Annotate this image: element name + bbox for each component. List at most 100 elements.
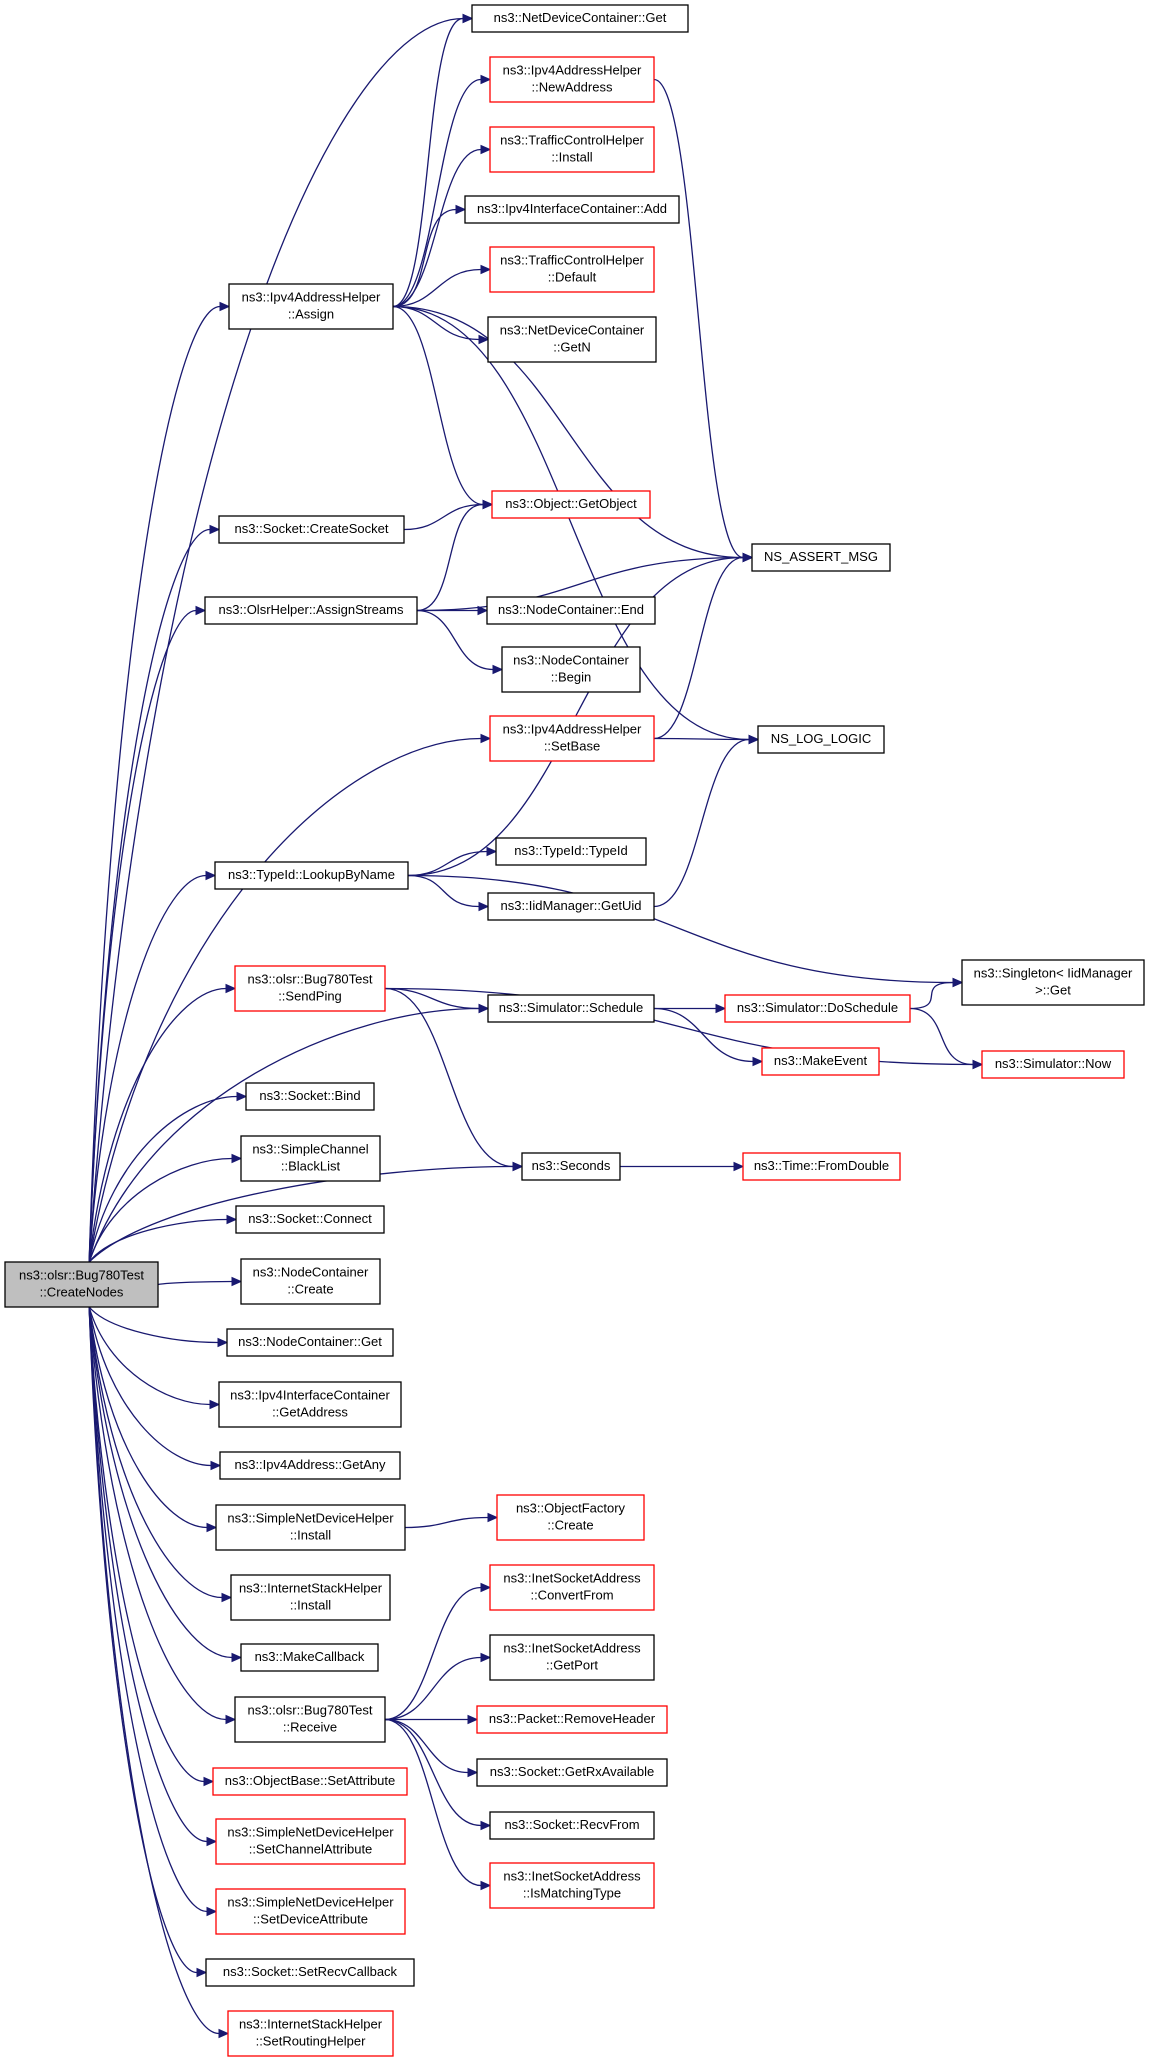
node-olsr_assignstreams[interactable]: ns3::OlsrHelper::AssignStreams [204, 596, 418, 625]
node-obj_getobject[interactable]: ns3::Object::GetObject [491, 490, 651, 519]
node-sim_now[interactable]: ns3::Simulator::Now [981, 1050, 1125, 1079]
node-box[interactable] [489, 246, 655, 293]
node-nc_create[interactable]: ns3::NodeContainer::Create [240, 1258, 381, 1305]
node-packet_removeheader[interactable]: ns3::Packet::RemoveHeader [476, 1705, 668, 1734]
node-box[interactable] [489, 126, 655, 173]
node-isa_ismatching[interactable]: ns3::InetSocketAddress::IsMatchingType [489, 1862, 655, 1909]
node-box[interactable] [761, 1047, 880, 1076]
node-box[interactable] [240, 1258, 381, 1305]
node-tch_default[interactable]: ns3::TrafficControlHelper::Default [489, 246, 655, 293]
node-makecallback[interactable]: ns3::MakeCallback [240, 1643, 379, 1672]
node-box[interactable] [214, 861, 409, 890]
node-typeid_lookup[interactable]: ns3::TypeId::LookupByName [214, 861, 409, 890]
node-box[interactable] [215, 1888, 406, 1935]
node-sim_doschedule[interactable]: ns3::Simulator::DoSchedule [724, 994, 911, 1023]
node-box[interactable] [724, 994, 911, 1023]
node-box[interactable] [218, 1381, 402, 1428]
node-socket_recvfrom[interactable]: ns3::Socket::RecvFrom [489, 1811, 655, 1840]
node-box[interactable] [234, 965, 386, 1012]
node-ipv4ah_newaddr[interactable]: ns3::Ipv4AddressHelper::NewAddress [489, 56, 655, 103]
node-box[interactable] [486, 596, 656, 625]
node-sndh_setdeviceattr[interactable]: ns3::SimpleNetDeviceHelper::SetDeviceAtt… [215, 1888, 406, 1935]
node-box[interactable] [205, 1958, 415, 1987]
node-nc_get[interactable]: ns3::NodeContainer::Get [226, 1328, 394, 1357]
node-singleton_get[interactable]: ns3::Singleton< IidManager>::Get [961, 959, 1145, 1006]
node-box[interactable] [226, 1328, 394, 1357]
node-box[interactable] [476, 1705, 668, 1734]
node-bug780_sendping[interactable]: ns3::olsr::Bug780Test::SendPing [234, 965, 386, 1012]
node-ns_log_logic[interactable]: NS_LOG_LOGIC [757, 725, 885, 754]
node-box[interactable] [495, 837, 647, 866]
node-simplechannel_blacklist[interactable]: ns3::SimpleChannel::BlackList [240, 1135, 381, 1182]
node-box[interactable] [204, 596, 418, 625]
node-box[interactable] [491, 490, 651, 519]
node-box[interactable] [234, 1696, 386, 1743]
node-box[interactable] [742, 1152, 901, 1181]
node-ndc_getn[interactable]: ns3::NetDeviceContainer::GetN [487, 316, 657, 363]
node-box[interactable] [245, 1082, 375, 1111]
node-box[interactable] [215, 1504, 406, 1551]
node-root[interactable]: ns3::olsr::Bug780Test::CreateNodes [4, 1261, 159, 1308]
node-box[interactable] [981, 1050, 1125, 1079]
node-box[interactable] [476, 1758, 668, 1787]
node-ipv4ic_getaddress[interactable]: ns3::Ipv4InterfaceContainer::GetAddress [218, 1381, 402, 1428]
node-ipv4addr_getany[interactable]: ns3::Ipv4Address::GetAny [219, 1451, 401, 1480]
node-box[interactable] [218, 515, 405, 544]
node-box[interactable] [521, 1152, 621, 1181]
node-box[interactable] [219, 1451, 401, 1480]
node-ipv4ah_assign[interactable]: ns3::Ipv4AddressHelper::Assign [228, 283, 394, 330]
node-box[interactable] [489, 1811, 655, 1840]
node-isa_getport[interactable]: ns3::InetSocketAddress::GetPort [489, 1634, 655, 1681]
node-box[interactable] [961, 959, 1145, 1006]
node-box[interactable] [240, 1135, 381, 1182]
node-typeid_typeid[interactable]: ns3::TypeId::TypeId [495, 837, 647, 866]
node-ns_assert_msg[interactable]: NS_ASSERT_MSG [751, 543, 891, 572]
node-box[interactable] [757, 725, 885, 754]
node-socket_setrecvcb[interactable]: ns3::Socket::SetRecvCallback [205, 1958, 415, 1987]
node-sndh_install[interactable]: ns3::SimpleNetDeviceHelper::Install [215, 1504, 406, 1551]
node-box[interactable] [471, 4, 689, 33]
node-bug780_receive[interactable]: ns3::olsr::Bug780Test::Receive [234, 1696, 386, 1743]
node-box[interactable] [227, 2010, 394, 2057]
node-isa_convertfrom[interactable]: ns3::InetSocketAddress::ConvertFrom [489, 1564, 655, 1611]
node-box[interactable] [496, 1494, 645, 1541]
node-box[interactable] [240, 1643, 379, 1672]
node-ipv4ah_setbase[interactable]: ns3::Ipv4AddressHelper::SetBase [489, 715, 655, 762]
node-ndc_get[interactable]: ns3::NetDeviceContainer::Get [471, 4, 689, 33]
node-box[interactable] [489, 1862, 655, 1909]
node-box[interactable] [489, 56, 655, 103]
node-ish_install[interactable]: ns3::InternetStackHelper::Install [230, 1574, 391, 1621]
node-iidmgr_getuid[interactable]: ns3::IidManager::GetUid [487, 892, 655, 921]
node-box[interactable] [751, 543, 891, 572]
node-box[interactable] [215, 1818, 406, 1865]
node-box[interactable] [501, 646, 641, 693]
node-box[interactable] [464, 195, 680, 224]
node-nc_begin[interactable]: ns3::NodeContainer::Begin [501, 646, 641, 693]
node-nc_end[interactable]: ns3::NodeContainer::End [486, 596, 656, 625]
node-box[interactable] [230, 1574, 391, 1621]
node-box[interactable] [489, 715, 655, 762]
node-objbase_setattr[interactable]: ns3::ObjectBase::SetAttribute [212, 1767, 408, 1796]
node-box[interactable] [487, 892, 655, 921]
node-box[interactable] [489, 1564, 655, 1611]
node-time_fromdouble[interactable]: ns3::Time::FromDouble [742, 1152, 901, 1181]
node-makeevent[interactable]: ns3::MakeEvent [761, 1047, 880, 1076]
node-socket_create[interactable]: ns3::Socket::CreateSocket [218, 515, 405, 544]
node-sndh_setchannelattr[interactable]: ns3::SimpleNetDeviceHelper::SetChannelAt… [215, 1818, 406, 1865]
node-seconds[interactable]: ns3::Seconds [521, 1152, 621, 1181]
node-ish_setrouting[interactable]: ns3::InternetStackHelper::SetRoutingHelp… [227, 2010, 394, 2057]
node-tch_install[interactable]: ns3::TrafficControlHelper::Install [489, 126, 655, 173]
node-box[interactable] [235, 1205, 385, 1234]
node-box[interactable] [212, 1767, 408, 1796]
node-box[interactable] [4, 1261, 159, 1308]
node-box[interactable] [487, 994, 655, 1023]
node-box[interactable] [489, 1634, 655, 1681]
node-objfactory_create[interactable]: ns3::ObjectFactory::Create [496, 1494, 645, 1541]
node-ipv4ic_add[interactable]: ns3::Ipv4InterfaceContainer::Add [464, 195, 680, 224]
node-sim_schedule[interactable]: ns3::Simulator::Schedule [487, 994, 655, 1023]
node-box[interactable] [487, 316, 657, 363]
node-socket_bind[interactable]: ns3::Socket::Bind [245, 1082, 375, 1111]
node-box[interactable] [228, 283, 394, 330]
node-socket_getrxavail[interactable]: ns3::Socket::GetRxAvailable [476, 1758, 668, 1787]
node-socket_connect[interactable]: ns3::Socket::Connect [235, 1205, 385, 1234]
